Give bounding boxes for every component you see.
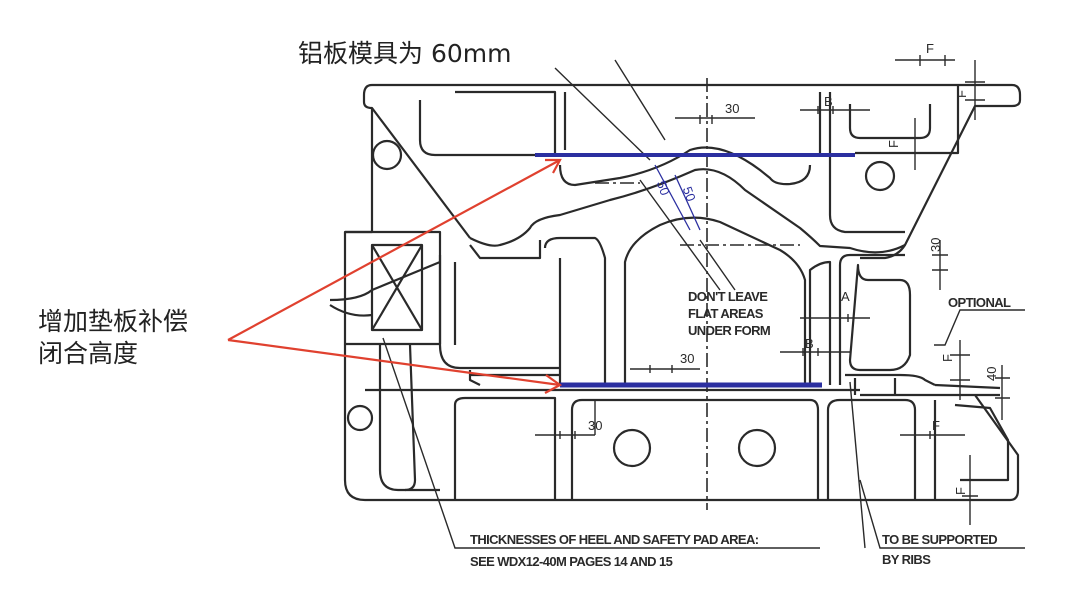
left-heel-block: [329, 230, 442, 346]
dim-label: F: [940, 354, 955, 362]
note-thickness: THICKNESSES OF HEEL AND SAFETY PAD AREA:: [470, 532, 759, 547]
dim-label: 40: [984, 367, 999, 381]
bolt-hole: [346, 404, 374, 432]
dim-label: B: [824, 94, 833, 109]
blue-dim-label: 50: [654, 179, 673, 198]
blue-dim-lines: [654, 164, 701, 231]
note-see-pages: SEE WDX12-40M PAGES 14 AND 15: [470, 554, 673, 569]
blue-dim-label: 50: [680, 185, 699, 204]
arrow-to-upper-shim: [227, 159, 561, 341]
dim-label: F: [926, 41, 934, 56]
dimension-lines: [382, 55, 1025, 549]
note-flat-areas: FLAT AREAS: [688, 306, 764, 321]
red-arrows: [227, 158, 563, 394]
bolt-hole: [371, 139, 403, 171]
left-annotation-line1: 增加垫板补偿: [38, 307, 188, 336]
dim-label: B: [805, 336, 814, 351]
dim-label: F: [932, 418, 940, 433]
dim-label: F: [953, 487, 968, 495]
note-optional: OPTIONAL: [948, 295, 1011, 310]
dim-label: F: [886, 140, 901, 148]
dim-label: 30: [680, 351, 694, 366]
bolt-hole: [737, 428, 777, 468]
dim-label: A: [841, 289, 850, 304]
note-supported: TO BE SUPPORTED: [882, 532, 997, 547]
top-annotation: 铝板模具为 60mm: [298, 39, 511, 68]
note-dont-leave: DON'T LEAVE: [688, 289, 768, 304]
dim-label: F: [954, 90, 969, 98]
lower-base: [343, 344, 1020, 502]
upper-die: [345, 83, 1022, 395]
dim-label: 30: [928, 238, 943, 252]
bolt-hole: [612, 428, 652, 468]
bolt-hole: [864, 160, 896, 192]
note-under-form: UNDER FORM: [688, 323, 770, 338]
left-annotation-line2: 闭合高度: [38, 339, 138, 368]
arrow-to-lower-shim: [227, 338, 561, 387]
dim-label: 30: [588, 418, 602, 433]
center-line: [595, 182, 800, 246]
dim-label: 30: [725, 101, 739, 116]
note-by-ribs: BY RIBS: [882, 552, 931, 567]
